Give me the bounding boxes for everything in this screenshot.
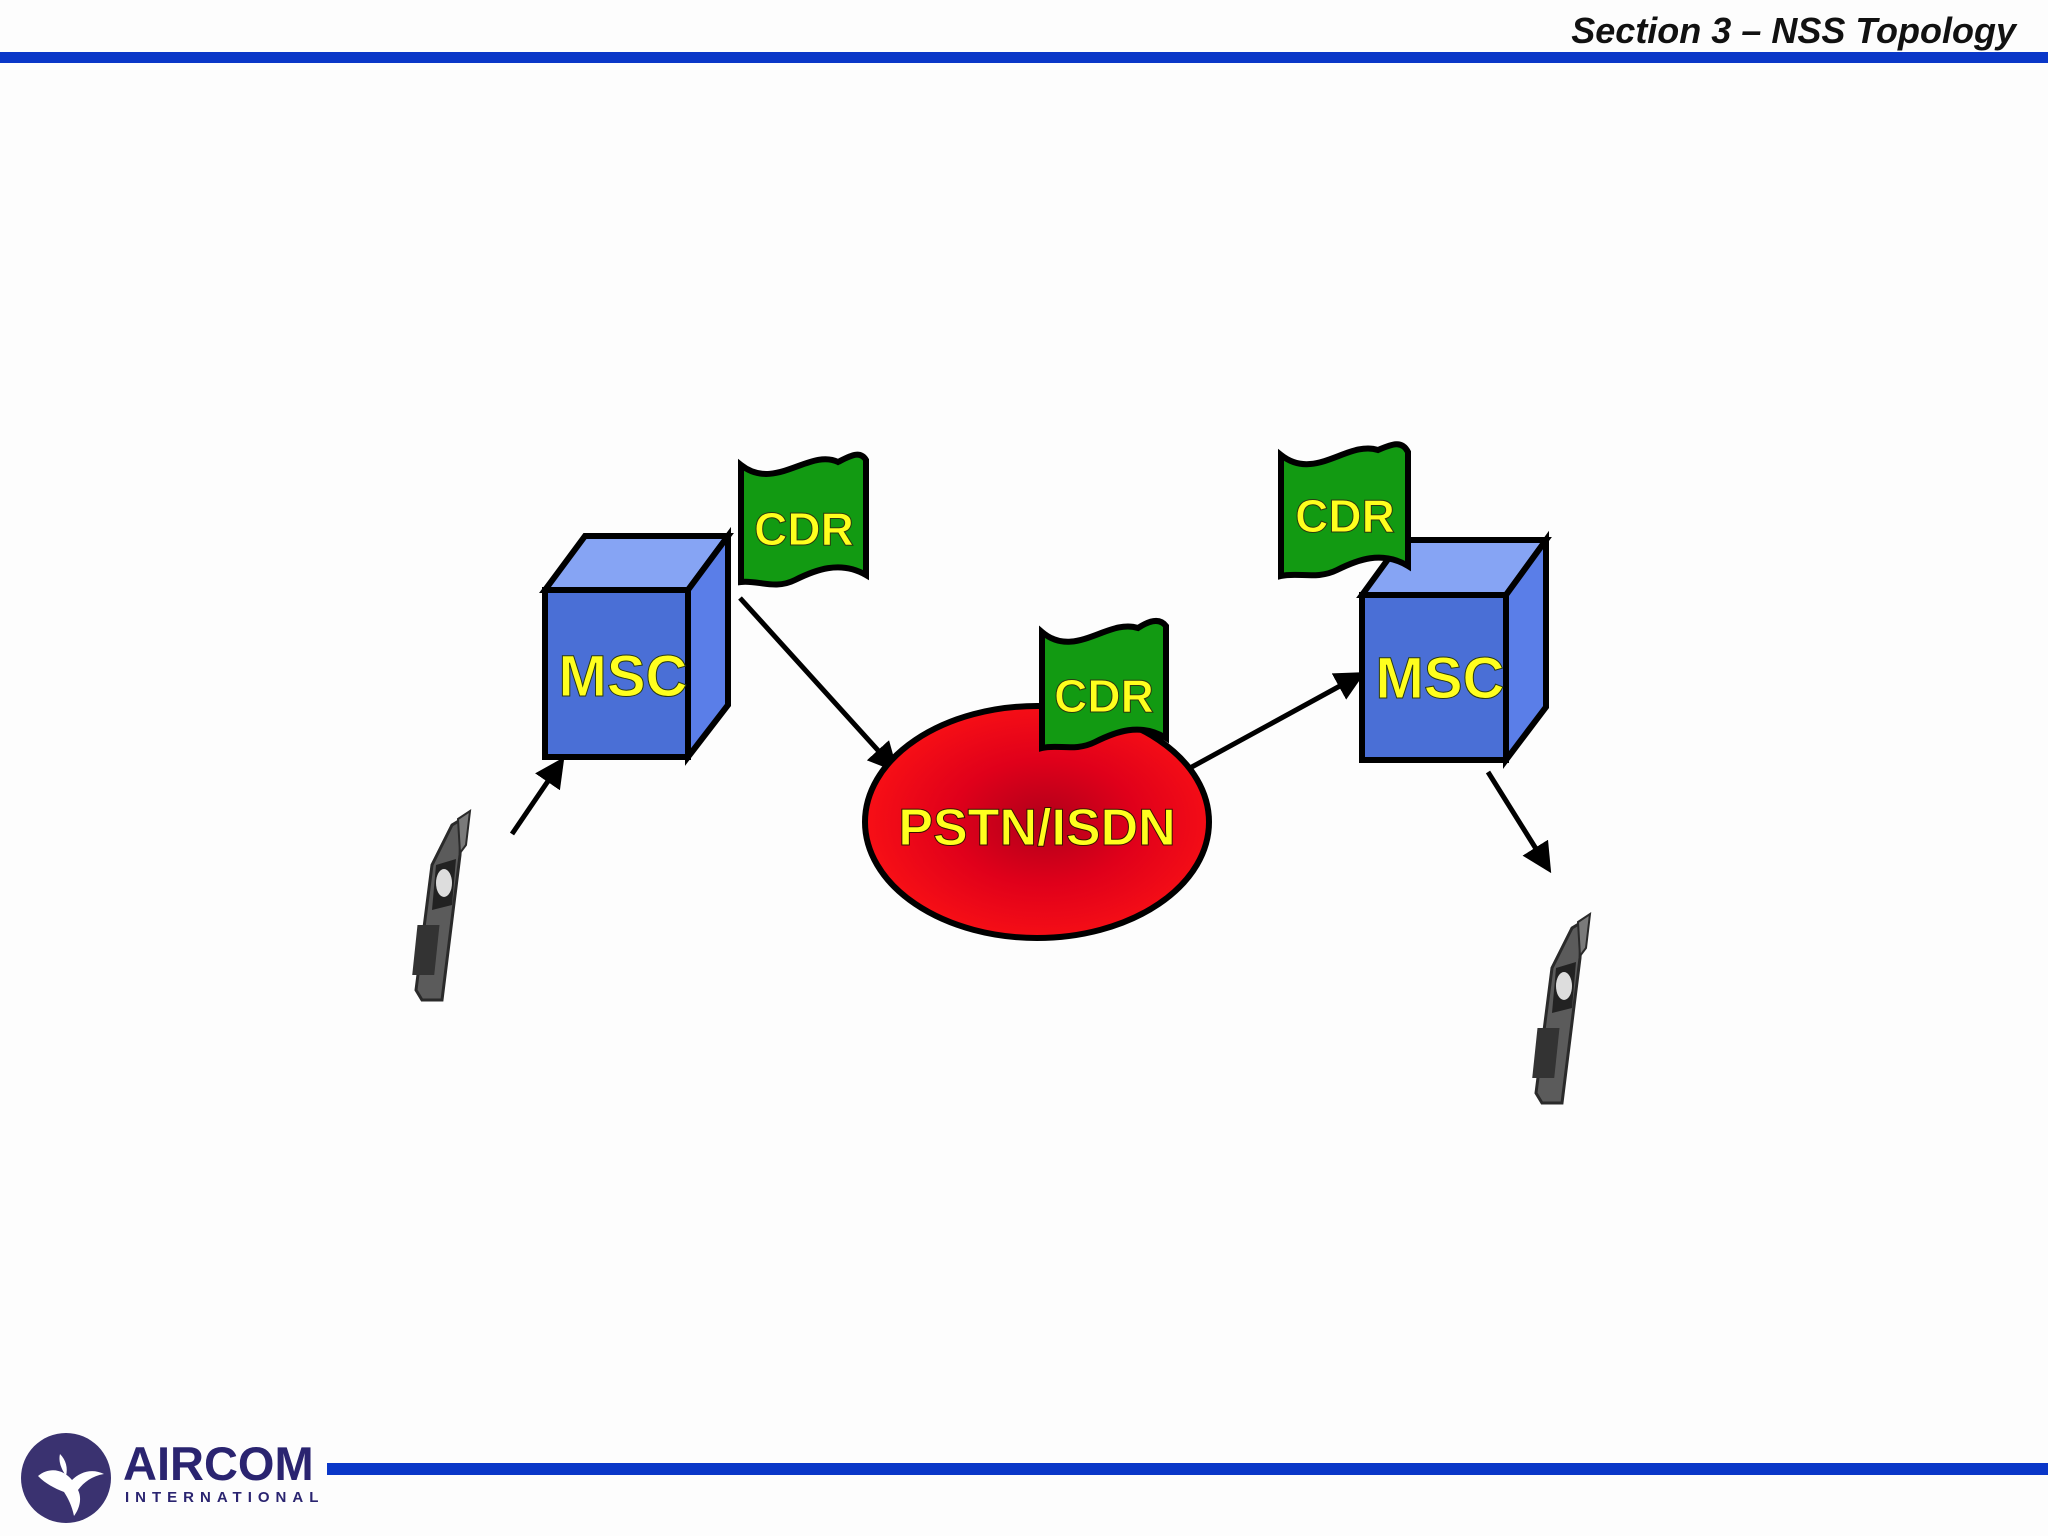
arrow-network-to-msc-right [1166,672,1366,783]
cdr-center-label: CDR [1054,670,1154,722]
cdr-flag-right: CDR [1278,441,1411,580]
cdr-right-label: CDR [1295,490,1395,542]
pstn-isdn-node: PSTN/ISDN [862,703,1212,941]
mobile-phone-right-icon [1530,912,1592,1105]
footer-rule [327,1463,2048,1475]
pstn-isdn-label: PSTN/ISDN [898,799,1175,857]
arrow-msc-left-to-network [738,596,899,773]
arrow-msc-right-to-phone [1485,770,1552,874]
msc-right-label: MSC [1376,646,1505,711]
arrow-phone-to-msc-left [509,757,565,836]
cdr-flag-left: CDR [738,451,869,588]
msc-right-node: MSC [1356,530,1552,769]
msc-left-node: MSC [539,526,734,766]
mobile-phone-left-icon [410,809,472,1002]
cdr-flag-center: CDR [1039,618,1169,752]
msc-left-label: MSC [559,644,688,709]
section-title: Section 3 – NSS Topology [1571,10,2016,51]
brand-subtitle: INTERNATIONAL [125,1489,325,1506]
aircom-logo-icon [21,1433,111,1523]
brand-name: AIRCOM [123,1437,314,1490]
cdr-left-label: CDR [754,503,854,555]
header-rule [0,52,2048,63]
